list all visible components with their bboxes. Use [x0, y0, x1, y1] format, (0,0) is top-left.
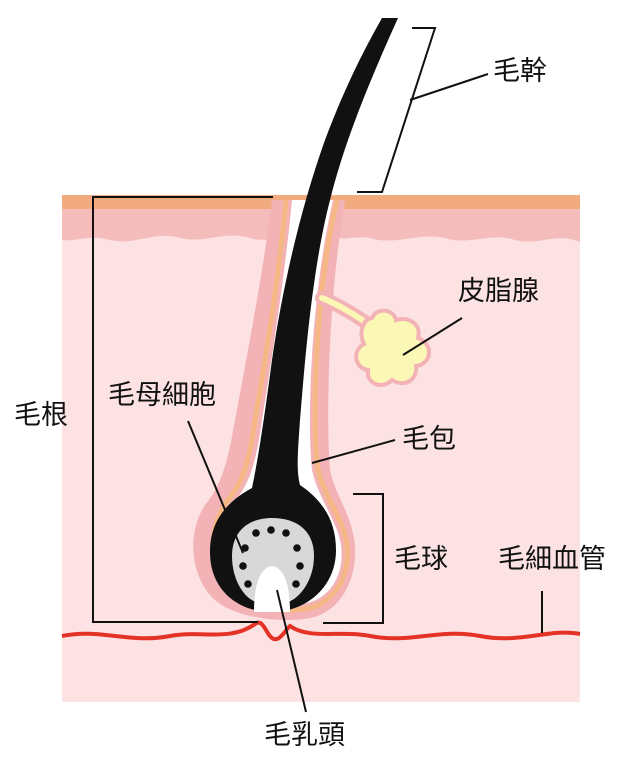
matrix-cell	[241, 544, 249, 552]
bracket-hair-shaft	[357, 27, 437, 193]
dermal-papilla	[254, 566, 290, 612]
matrix-cell	[292, 580, 300, 588]
matrix-cell	[293, 544, 301, 552]
leader-hair-matrix-cells	[187, 420, 244, 554]
matrix-cell	[239, 562, 247, 570]
hair-strand	[210, 18, 398, 612]
matrix-cell	[282, 529, 290, 537]
leader-hair-shaft	[409, 73, 489, 101]
label-dermal-papilla: 毛乳頭	[264, 720, 345, 751]
label-hair-shaft: 毛幹	[493, 56, 547, 87]
matrix-cell	[252, 529, 260, 537]
bracket-hair-bulb	[323, 493, 384, 624]
bracket-hair-root	[92, 196, 273, 623]
label-hair-follicle: 毛包	[402, 424, 456, 455]
label-sebaceous-gland: 皮脂腺	[458, 276, 539, 307]
sebaceous-gland-shape	[354, 308, 431, 387]
label-capillary: 毛細血管	[498, 544, 606, 575]
leader-sebaceous-gland	[402, 317, 463, 356]
leader-dermal-papilla	[276, 589, 307, 713]
leader-hair-follicle	[311, 439, 396, 464]
matrix-cells	[239, 526, 304, 588]
matrix-cell	[244, 580, 252, 588]
label-hair-root: 毛根	[14, 400, 68, 431]
hair-matrix	[232, 518, 314, 602]
capillary-vessel	[61, 620, 581, 642]
label-hair-matrix-cells: 毛母細胞	[108, 380, 216, 411]
label-hair-bulb: 毛球	[394, 544, 448, 575]
matrix-cell	[296, 562, 304, 570]
matrix-cell	[267, 526, 275, 534]
